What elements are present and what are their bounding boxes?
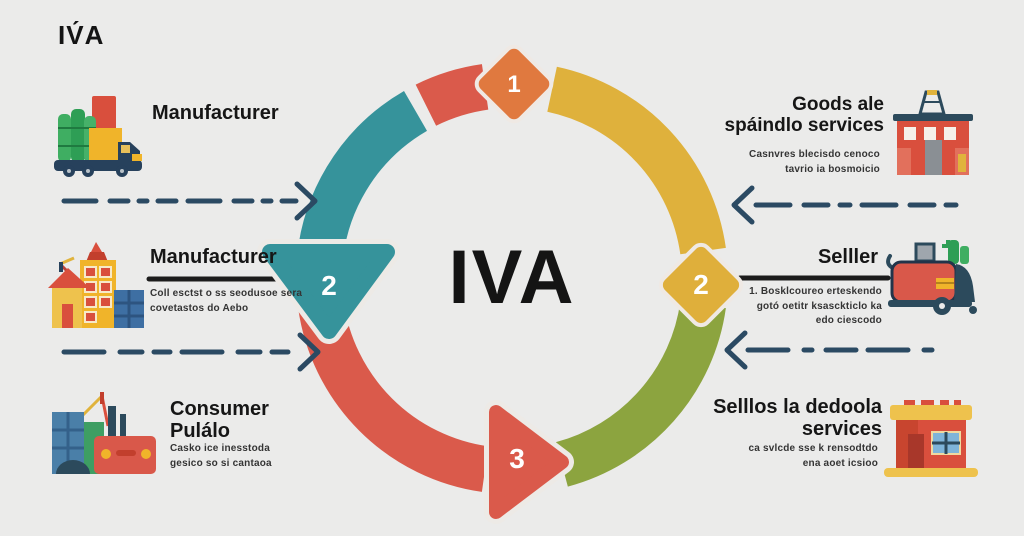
arc-red-wedge bbox=[415, 64, 489, 127]
left-item2-subtext: Coll esctst o ss seodusoe sera covetasto… bbox=[150, 288, 303, 314]
red-right-arrow bbox=[489, 405, 569, 519]
left-item3-subtext: Casko ice inesstoda gesico so si cantaoa bbox=[170, 443, 272, 469]
dashed-arrow-right-icon bbox=[294, 181, 318, 221]
industrial-plant-icon bbox=[52, 392, 156, 474]
step2-diamond bbox=[658, 242, 744, 328]
dashed-arrow-left-icon bbox=[724, 330, 748, 370]
right-item2-label: Selller bbox=[817, 246, 878, 268]
page-title: IV́A bbox=[58, 20, 105, 50]
step3-number: 3 bbox=[509, 443, 525, 474]
right-item1-label: Goods ale spáindlo services bbox=[724, 94, 884, 137]
left-item3-label: Consumer Pulálo bbox=[170, 398, 269, 443]
factory-buildings-icon bbox=[48, 242, 144, 328]
arc-gap bbox=[403, 82, 436, 134]
right-item3-label: Selllos la dedoola services bbox=[713, 396, 882, 441]
left-item2-label: Manufacturer bbox=[150, 246, 277, 268]
arc-yellow bbox=[546, 66, 726, 255]
step2-arrow-number: 2 bbox=[321, 270, 337, 301]
step1-diamond bbox=[474, 44, 554, 124]
delivery-vehicle-icon bbox=[886, 240, 977, 315]
center-iva-label: IVA bbox=[448, 235, 576, 320]
right-item2-subtext: 1. Bosklcoureo erteskendo gotó oetitr ks… bbox=[749, 286, 882, 326]
right-item3-subtext: ca svlcde sse k rensodtdo ena aoet icsio… bbox=[748, 443, 878, 469]
step1-number: 1 bbox=[507, 71, 521, 98]
cargo-truck-icon bbox=[54, 96, 142, 177]
teal-down-arrow bbox=[262, 244, 395, 339]
left-item1-label: Manufacturer bbox=[152, 102, 279, 124]
dashed-arrow-left-icon bbox=[731, 185, 755, 225]
dashed-arrow-right-icon bbox=[297, 332, 321, 372]
arc-green bbox=[555, 301, 726, 487]
factory-derrick-icon bbox=[893, 90, 973, 175]
right-item1-subtext: Casnvres blecisdo cenoco tavrio ia bosmo… bbox=[749, 149, 880, 175]
step2-diamond-number: 2 bbox=[693, 269, 709, 300]
storefront-icon bbox=[884, 400, 978, 477]
